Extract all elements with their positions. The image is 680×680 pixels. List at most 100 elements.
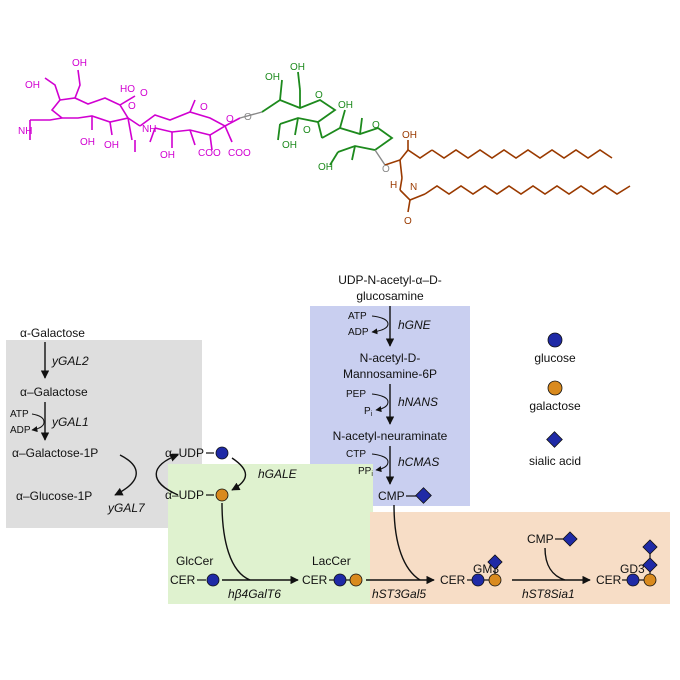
galactose-pathway: α-Galactose yGAL2 α–Galactose ATP ADP yG… — [10, 326, 298, 515]
ceramide-residue — [384, 140, 631, 213]
ring-oxygen-7: O — [372, 120, 380, 131]
ring-oxygen-3: O — [140, 88, 148, 99]
hst3gal5-label: hST3Gal5 — [372, 587, 426, 601]
cmp-2-sialic-diamond — [562, 531, 578, 547]
orange-panel — [370, 512, 670, 604]
legend: glucose galactose sialic acid — [529, 332, 581, 468]
oh-label-5: OH — [160, 150, 175, 161]
gm3-sialic-diamond — [487, 554, 503, 570]
ring-oxygen-8: O — [382, 164, 390, 175]
udp-gal-donor-curve — [221, 502, 251, 581]
legend-glucose-circle — [547, 332, 563, 348]
ygal2-label: yGAL2 — [51, 354, 89, 368]
gm3-glucose-circle — [471, 573, 485, 587]
udp-glcnac-title-1: UDP-N-acetyl-α–D- — [338, 273, 442, 287]
coo-label-1: COO — [198, 148, 221, 159]
laccer-label: LacCer — [312, 554, 351, 568]
cmp-sialic-diamond — [415, 487, 432, 504]
alpha-udp-top-label: α–UDP — [165, 446, 204, 460]
ceramide-oh-label: OH — [402, 130, 417, 141]
cmp-2-label: CMP — [527, 532, 554, 546]
hnans-label: hNANS — [398, 395, 438, 409]
nh-label-2: NH — [142, 124, 156, 135]
ygal7-label: yGAL7 — [107, 501, 146, 515]
gd3-glucose-circle — [626, 573, 640, 587]
oh-label-8: OH — [282, 140, 297, 151]
ygal1-label: yGAL1 — [51, 415, 89, 429]
oh-label-4: OH — [104, 140, 119, 151]
ring-oxygen-2: O — [200, 102, 208, 113]
ceramide-o-label: O — [404, 216, 412, 227]
hgne-label: hGNE — [398, 318, 432, 332]
pi-sub: i — [371, 411, 373, 418]
glycosidic-link-1 — [239, 111, 263, 119]
glccer-glucose-circle — [206, 573, 220, 587]
cer-1-label: CER — [170, 573, 196, 587]
alpha-udp-bottom-label: α–UDP — [165, 488, 204, 502]
legend-glucose-label: glucose — [534, 351, 576, 365]
glucose-residue — [321, 109, 394, 166]
udp-glucose-circle — [215, 446, 229, 460]
cmp-label: CMP — [378, 489, 405, 503]
ctp-label: CTP — [346, 449, 366, 460]
ygal7-arrow-2 — [155, 453, 179, 496]
atp-adp-side-arrow — [31, 413, 45, 433]
glycolipid-pathway: GlcCer CER hβ4GalT6 LacCer CER hST3Gal5 … — [170, 502, 658, 601]
udp-galactose-circle — [215, 488, 229, 502]
hnans-side-arrow — [371, 393, 389, 413]
pi-main: P — [364, 406, 371, 417]
legend-galactose-label: galactose — [529, 399, 581, 413]
alpha-galactose-2-label: α–Galactose — [20, 385, 88, 399]
hgale-label: hGALE — [258, 467, 298, 481]
mannosamine-label-1: N-acetyl-D- — [360, 351, 421, 365]
hgale-arrow — [231, 457, 247, 491]
glccer-label: GlcCer — [176, 554, 213, 568]
hst8sia1-label: hST8Sia1 — [522, 587, 575, 601]
ring-oxygen-1: O — [128, 101, 136, 112]
nh-label-1: NH — [18, 126, 32, 137]
cer-3-label: CER — [440, 573, 466, 587]
ppi-sub: i — [371, 471, 373, 478]
ho-label: HO — [120, 84, 135, 95]
oh-label-1: OH — [25, 80, 40, 91]
laccer-glucose-circle — [333, 573, 347, 587]
oh-label-6: OH — [290, 62, 305, 73]
laccer-galactose-circle — [349, 573, 363, 587]
ring-oxygen-5: O — [315, 90, 323, 101]
atp-label: ATP — [10, 409, 29, 420]
gm3-galactose-circle — [488, 573, 502, 587]
glycosidic-link-2 — [374, 149, 386, 166]
cmp-donor-curve-2 — [544, 547, 566, 581]
pep-label: PEP — [346, 389, 366, 400]
gd3-label: GD3 — [620, 562, 645, 576]
cer-4-label: CER — [596, 573, 622, 587]
sialic-acid-pathway: UDP-N-acetyl-α–D- glucosamine ATP ADP hG… — [333, 273, 448, 504]
mannosamine-label-2: Mannosamine-6P — [343, 367, 437, 381]
alpha-galactose-1p-label: α–Galactose-1P — [12, 446, 98, 460]
neuraminate-label: N-acetyl-neuraminate — [333, 429, 448, 443]
ring-oxygen-6: O — [303, 125, 311, 136]
hb4galt6-label: hβ4GalT6 — [228, 587, 281, 601]
gd3-galactose-circle — [643, 573, 657, 587]
sialic-acid-residue-2 — [139, 99, 241, 151]
gd3-chemical-structure: OH OH HO OH OH OH OH OH OH OH OH NH NH C… — [18, 58, 631, 227]
ceramide-n-label: N — [410, 182, 417, 193]
gd3-sialic-diamond-2 — [642, 539, 658, 555]
ygal7-arrow-1 — [114, 454, 137, 496]
hgne-adp-label: ADP — [348, 327, 369, 338]
oh-label-7: OH — [265, 72, 280, 83]
structure-labels: OH OH HO OH OH OH OH OH OH OH OH NH NH C… — [18, 58, 417, 227]
legend-sialic-diamond — [546, 431, 563, 448]
udp-glcnac-title-2: glucosamine — [356, 289, 424, 303]
hcmas-side-arrow — [371, 453, 389, 473]
pi-label: Pi — [364, 406, 373, 418]
adp-label: ADP — [10, 425, 31, 436]
alpha-glucose-1p-label: α–Glucose-1P — [16, 489, 92, 503]
cer-2-label: CER — [302, 573, 328, 587]
coo-label-2: COO — [228, 148, 251, 159]
oh-label-3: OH — [80, 137, 95, 148]
sialic-acid-residue-1 — [29, 69, 141, 152]
hgne-side-arrow — [371, 315, 389, 335]
oh-label-10: OH — [318, 162, 333, 173]
ppi-label: PPi — [358, 466, 373, 478]
